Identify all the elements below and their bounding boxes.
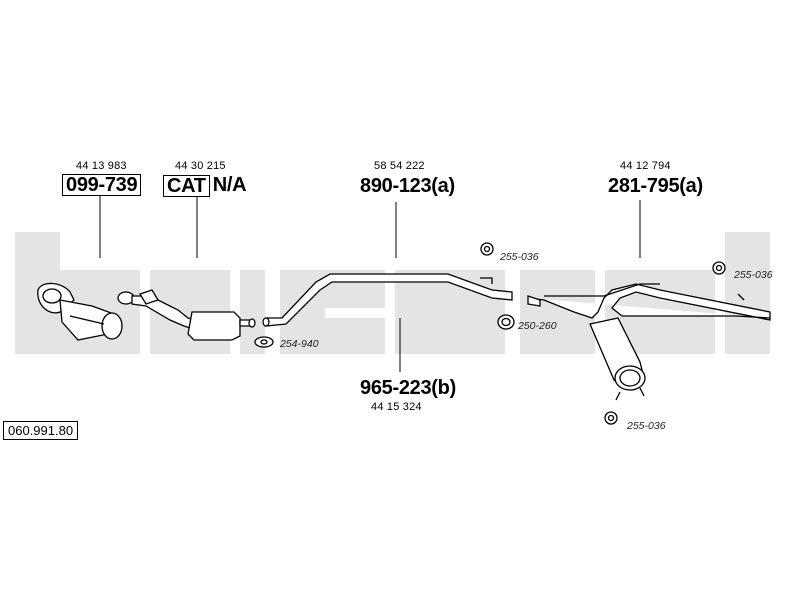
part-number: CAT N/A <box>163 174 247 197</box>
rubber-mount-icon <box>712 261 726 275</box>
accessory-label: 250-260 <box>518 320 557 332</box>
part-number: 281-795(a) <box>608 175 703 197</box>
part-number: 099-739 <box>62 174 142 196</box>
ref-number: 44 15 324 <box>371 401 422 413</box>
center-pipe <box>262 273 513 327</box>
na-label: N/A <box>212 174 247 196</box>
rubber-mount-icon <box>480 242 494 256</box>
accessory-label: 255-036 <box>734 269 773 281</box>
clamp-icon <box>497 314 515 330</box>
ref-number: 44 13 983 <box>76 160 127 172</box>
ref-number: 58 54 222 <box>374 160 425 172</box>
diagram-code: 060.991.80 <box>3 421 79 440</box>
cat-label: CAT <box>163 174 210 197</box>
accessory-label: 255-036 <box>500 251 539 263</box>
ref-number: 44 12 794 <box>620 160 671 172</box>
rubber-mount-icon <box>604 411 618 425</box>
gasket-icon <box>254 336 274 348</box>
accessory-label: 254-940 <box>280 338 319 350</box>
catalytic-manifold <box>37 282 123 341</box>
part-number: 965-223(b) <box>360 377 456 399</box>
front-pipe-cat <box>117 289 256 341</box>
part-number: 890-123(a) <box>360 175 455 197</box>
rear-silencer <box>527 283 771 401</box>
accessory-label: 255-036 <box>627 420 666 432</box>
ref-number: 44 30 215 <box>175 160 226 172</box>
